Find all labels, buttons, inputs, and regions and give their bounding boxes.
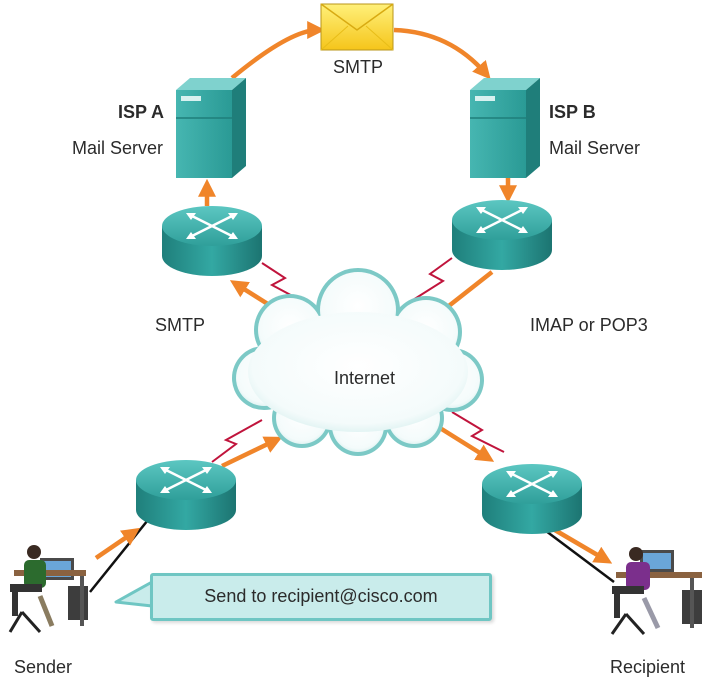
router-recipient-icon: [482, 464, 582, 534]
router-isp-b-icon: [452, 200, 552, 270]
wan-link-isp-b: [404, 257, 453, 306]
wan-link-isp-a: [261, 262, 301, 301]
sender-workstation-icon: [8, 545, 88, 634]
envelope-icon: [320, 3, 394, 51]
router-sender-icon: [136, 460, 236, 530]
isp-a-server-label: Mail Server: [72, 138, 164, 158]
recipient-label: Recipient: [610, 657, 686, 677]
imap-pop3-label: IMAP or POP3: [530, 315, 648, 335]
isp-b-label: ISP B: [549, 102, 596, 122]
arrow-envelope-to-isp-b: [393, 27, 491, 80]
smtp-left-label: SMTP: [155, 315, 206, 335]
isp-b-server-label: Mail Server: [549, 138, 641, 158]
wan-link-recipient: [451, 411, 505, 453]
recipient-workstation-icon: [610, 547, 702, 636]
arrow-router-to-internet: [221, 436, 283, 469]
mail-server-isp-b-icon: [470, 78, 540, 178]
sender-label: Sender: [14, 657, 73, 677]
arrow-internet-to-router-recipient: [438, 426, 495, 462]
arrow-sender-to-router: [94, 527, 140, 560]
sender-lan-cable: [89, 509, 157, 593]
internet-cloud-icon: [232, 268, 484, 456]
smtp-top-label: SMTP: [333, 57, 384, 77]
isp-a-label: ISP A: [118, 102, 165, 122]
callout-text: Send to recipient@cisco.com: [204, 586, 438, 606]
wan-link-sender: [211, 419, 263, 463]
arrow-router-to-recipient: [546, 524, 613, 564]
arrow-isp-a-to-envelope: [230, 21, 326, 80]
internet-label: Internet: [334, 368, 396, 388]
callout-pointer: [114, 580, 154, 608]
router-isp-a-icon: [162, 206, 262, 276]
mail-server-isp-a-icon: [176, 78, 246, 178]
send-callout: Send to recipient@cisco.com: [150, 573, 492, 621]
